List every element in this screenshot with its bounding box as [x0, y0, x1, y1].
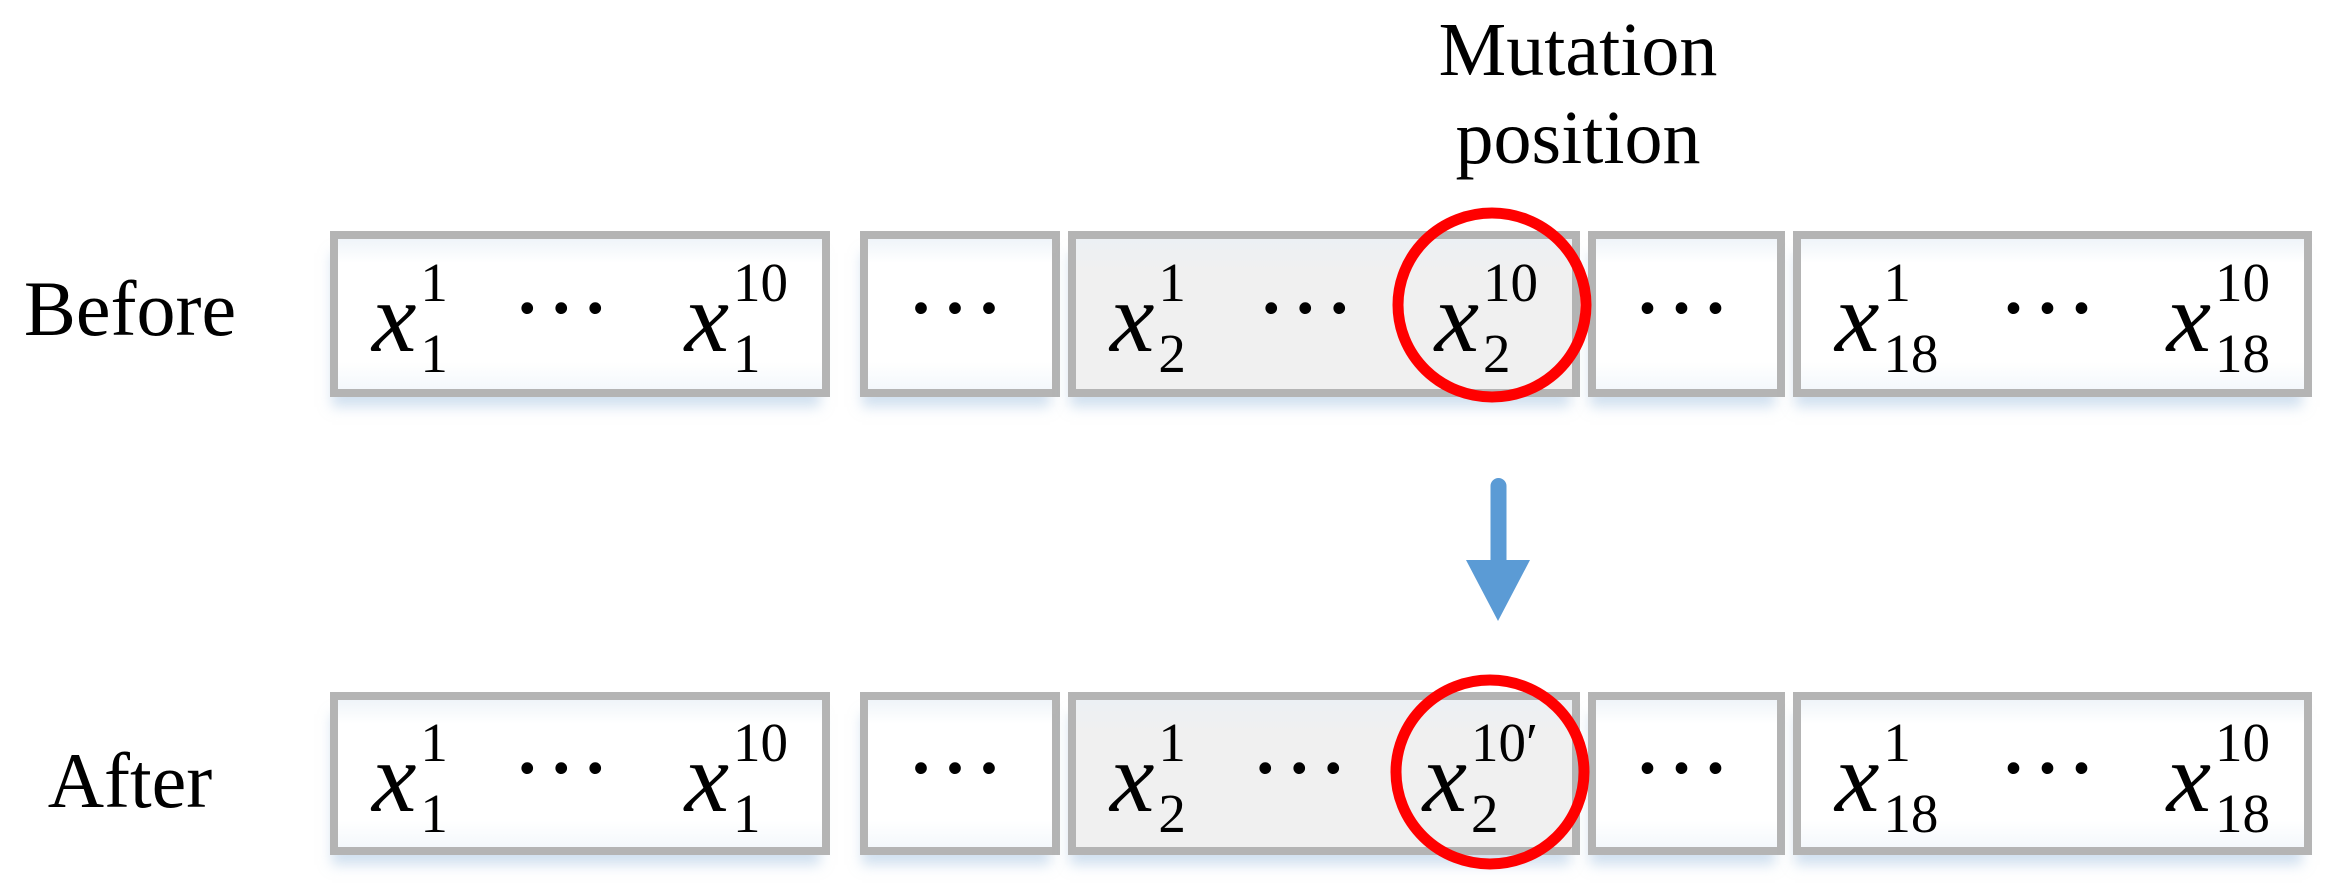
after-label: After	[47, 737, 213, 824]
ellipsis: ···	[515, 268, 618, 348]
ellipsis: ···	[2001, 727, 2104, 808]
before-label: Before	[23, 265, 237, 352]
ellipsis: ···	[908, 268, 1012, 348]
cell-x2-10-mutated: x 10′2	[1422, 711, 1538, 844]
annotation-line1: Mutation	[1438, 8, 1718, 92]
ellipsis: ···	[1253, 727, 1356, 808]
mutation-position-label: Mutation position	[1378, 6, 1778, 182]
ellipsis: ···	[2001, 268, 2104, 348]
after-segment-ellipsis-2: ···	[1588, 692, 1785, 855]
annotation-line2: position	[1455, 96, 1701, 181]
ellipsis: ···	[908, 727, 1012, 808]
ellipsis: ···	[1259, 268, 1362, 348]
after-segment-ellipsis-1: ···	[860, 692, 1060, 855]
before-segment-ellipsis-2: ···	[1588, 231, 1785, 397]
before-segment-ellipsis-1: ···	[860, 231, 1060, 397]
down-arrow-icon	[1466, 478, 1530, 621]
ellipsis: ···	[515, 727, 618, 808]
ellipsis: ···	[1635, 268, 1738, 348]
ellipsis: ···	[1635, 727, 1738, 808]
